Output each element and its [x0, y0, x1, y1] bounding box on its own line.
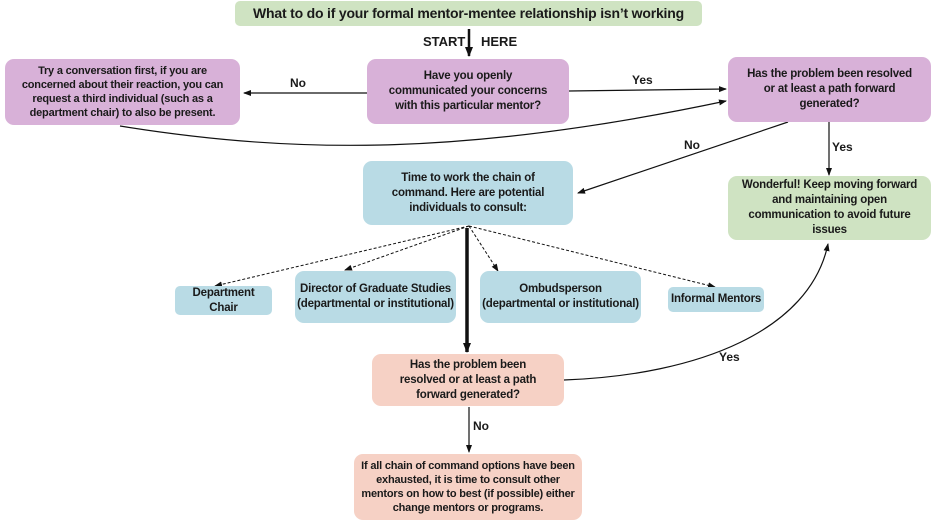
edge-resolved2-yes [563, 243, 830, 381]
try-conversation-node: Try a conversation first, if you are con… [5, 59, 240, 125]
edge-label-resolved2-no: No [473, 419, 489, 433]
edge-chain-dept-chair [214, 225, 470, 288]
edge-try-to-resolved1 [119, 99, 727, 146]
dgs-title: Director of Graduate Studies [300, 283, 451, 295]
edge-label-communicated-no: No [290, 76, 306, 90]
edge-chain-informal [468, 225, 716, 289]
start-label: START [423, 34, 466, 49]
exhausted-options-node: If all chain of command options have bee… [354, 454, 582, 520]
edge-label-resolved1-yes: Yes [832, 140, 853, 154]
informal-mentors-node: Informal Mentors [668, 287, 764, 312]
edge-label-resolved1-no: No [684, 138, 700, 152]
wonderful-node: Wonderful! Keep moving forward and maint… [728, 176, 931, 240]
ombudsperson-node: Ombudsperson (departmental or institutio… [480, 271, 641, 323]
edge-resolved1-no [577, 121, 789, 194]
edge-chain-dgs [344, 225, 470, 271]
director-graduate-studies-node: Director of Graduate Studies (department… [295, 271, 456, 323]
diagram-title: What to do if your formal mentor-mentee … [235, 1, 702, 26]
department-chair-node: Department Chair [175, 286, 272, 315]
communicated-question-node: Have you openly communicated your concer… [367, 59, 569, 124]
dgs-subtitle: (departmental or institutional) [297, 298, 454, 310]
here-label: HERE [481, 34, 518, 49]
chain-of-command-node: Time to work the chain of command. Here … [363, 161, 573, 225]
ombuds-subtitle: (departmental or institutional) [482, 298, 639, 310]
resolved-question-node-1: Has the problem been resolved or at leas… [728, 57, 931, 122]
edge-label-communicated-yes: Yes [632, 73, 653, 87]
resolved-question-node-2: Has the problem been resolved or at leas… [372, 354, 564, 406]
edge-chain-ombuds [468, 225, 499, 272]
edge-communicated-yes [568, 86, 727, 93]
edge-label-resolved2-yes: Yes [719, 350, 740, 364]
ombuds-title: Ombudsperson [519, 283, 602, 295]
